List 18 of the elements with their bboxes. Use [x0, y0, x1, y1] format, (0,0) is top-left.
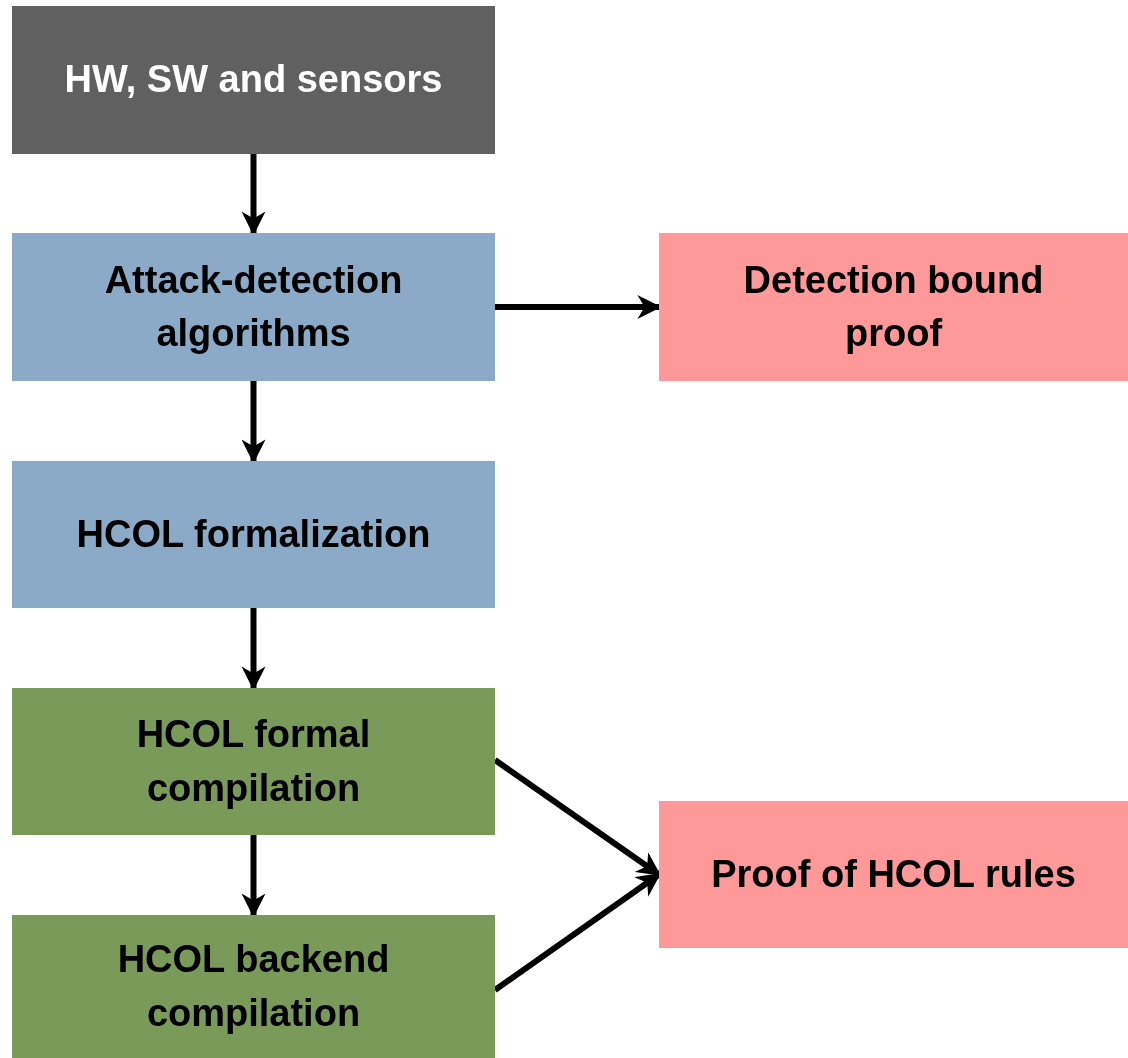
process-box [12, 688, 495, 835]
process-box [12, 6, 495, 154]
box-label: HCOL backend compilation [116, 937, 391, 1036]
process-box [659, 801, 1128, 948]
arrow [241, 835, 266, 918]
arrow [241, 154, 266, 236]
arrow [241, 608, 266, 691]
process-box [12, 233, 495, 381]
box-label: HW, SW and sensors [64, 57, 443, 103]
box-label: HCOL formalization [76, 511, 431, 557]
box-label: Proof of HCOL rules [711, 851, 1076, 897]
arrow [241, 381, 266, 464]
process-box [12, 461, 495, 608]
box-label: Detection bound proof [742, 257, 1045, 356]
box-label: Attack-detection algorithms [103, 257, 404, 356]
process-box [12, 915, 495, 1058]
box-label: HCOL formal compilation [135, 712, 372, 811]
process-box [659, 233, 1128, 381]
